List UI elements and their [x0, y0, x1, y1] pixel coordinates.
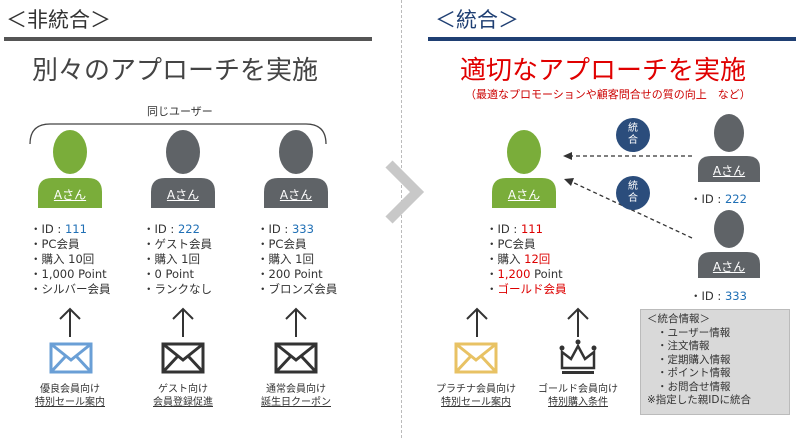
right-title: 適切なアプローチを実施: [460, 56, 747, 86]
person-a-main: Aさん: [490, 128, 558, 208]
group-bracket: [29, 123, 327, 145]
person-a-222-merged: Aさん: [695, 112, 763, 182]
merged-id-333: ・ID : 333: [690, 289, 747, 303]
group-label: 同じユーザー: [147, 105, 213, 118]
left-title: 別々のアプローチを実施: [32, 56, 319, 86]
integration-info-box: ＜統合情報＞ ・ユーザー情報 ・注文情報 ・定期購入情報 ・ポイント情報 ・お問…: [640, 309, 790, 415]
person-info-333: ・ID : 333 ・PC会員 ・購入 1回 ・200 Point ・ブロンズ会…: [257, 222, 338, 296]
person-label: Aさん: [53, 188, 87, 202]
right-header: ＜統合＞: [435, 8, 519, 32]
person-icon: [38, 130, 102, 208]
person-label: Aさん: [279, 188, 313, 202]
person-a-333: Aさん: [262, 128, 330, 208]
action-caption: ゴールド会員向け特別購入条件: [538, 384, 618, 408]
info-box-item: ・ポイント情報: [657, 367, 731, 379]
person-icon: [698, 114, 760, 182]
up-arrow-icon: [172, 307, 194, 337]
info-box-item: ・注文情報: [657, 340, 710, 352]
up-arrow-icon: [285, 307, 307, 337]
left-header-rule: [4, 37, 372, 41]
person-info-222: ・ID : 222 ・ゲスト会員 ・購入 1回 ・0 Point ・ランクなし: [143, 222, 212, 296]
envelope-icon: [161, 342, 205, 374]
mail-caption: 通常会員向け誕生日クーポン: [261, 384, 331, 408]
person-label: Aさん: [166, 188, 200, 202]
person-a-111: Aさん: [36, 128, 104, 208]
crown-icon: [559, 339, 597, 374]
person-icon: [698, 210, 760, 278]
mail-caption: 優良会員向け特別セール案内: [35, 384, 105, 408]
person-label: Aさん: [712, 260, 746, 274]
up-arrow-icon: [466, 307, 488, 337]
merge-badge: 統合: [616, 118, 650, 152]
info-box-note: ※指定した親IDに統合: [647, 394, 751, 406]
person-icon: [492, 130, 556, 208]
merge-arrows: [563, 152, 693, 239]
up-arrow-icon: [59, 307, 81, 337]
person-label: Aさん: [712, 164, 746, 178]
right-header-rule: [428, 37, 796, 41]
person-a-222: Aさん: [149, 128, 217, 208]
info-box-title: ＜統合情報＞: [647, 313, 710, 325]
merged-id-222: ・ID : 222: [690, 192, 747, 206]
left-header: ＜非統合＞: [6, 8, 111, 32]
merge-badge: 統合: [616, 176, 650, 210]
chevron-right-icon: [385, 160, 425, 224]
right-subtitle: （最適なプロモーションや顧客問合せの質の向上 など）: [465, 88, 751, 101]
person-icon: [151, 130, 215, 208]
envelope-icon: [454, 342, 498, 374]
info-box-item: ・定期購入情報: [657, 353, 731, 366]
main-person-info: ・ID : 111 ・PC会員 ・購入 12回 ・1,200 Point ・ゴー…: [486, 222, 567, 296]
action-caption: プラチナ会員向け特別セール案内: [436, 384, 516, 408]
info-box-item: ・ユーザー情報: [657, 326, 731, 339]
up-arrow-icon: [567, 307, 589, 337]
info-box-item: ・お問合せ情報: [657, 380, 731, 393]
mail-caption: ゲスト向け会員登録促進: [153, 384, 213, 408]
envelope-icon: [49, 342, 93, 374]
person-info-111: ・ID : 111 ・PC会員 ・購入 10回 ・1,000 Point ・シル…: [30, 222, 111, 296]
section-divider: [401, 0, 403, 438]
envelope-icon: [274, 342, 318, 374]
person-label: Aさん: [507, 188, 541, 202]
person-a-333-merged: Aさん: [695, 208, 763, 278]
person-icon: [264, 130, 328, 208]
